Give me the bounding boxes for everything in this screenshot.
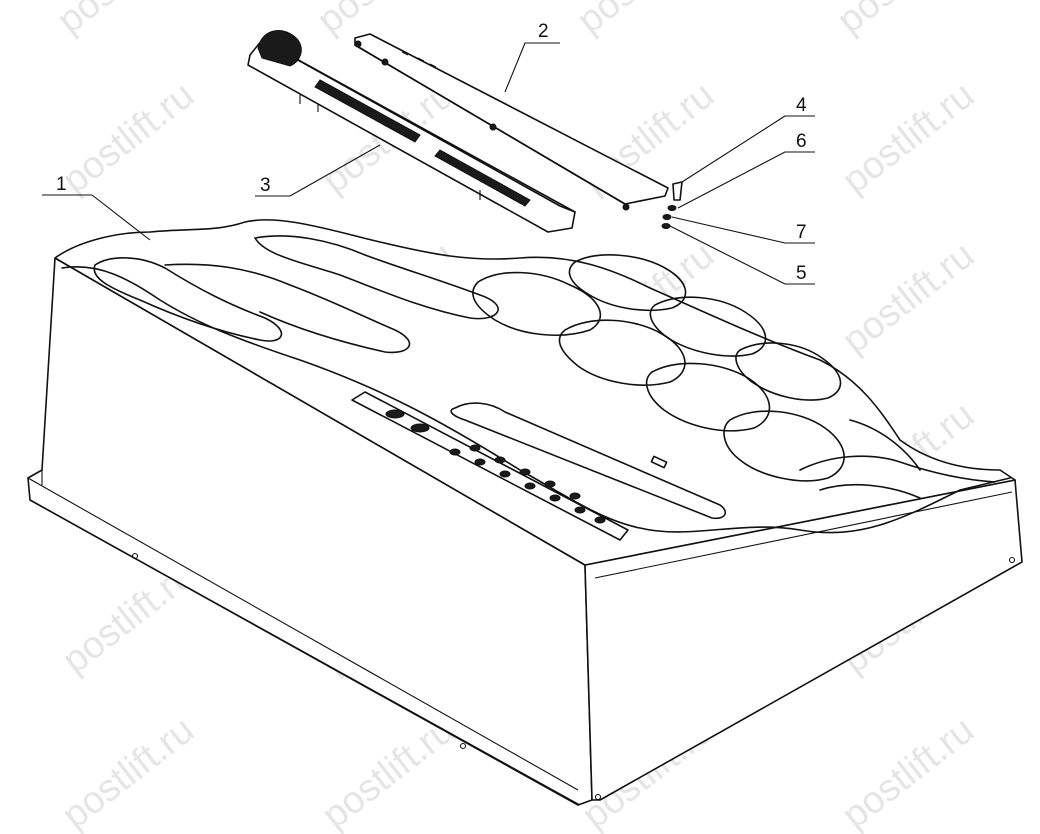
panel-button-icon: [594, 516, 606, 524]
watermark-text: postlift.ru: [835, 74, 982, 202]
callout-label-3: 3: [260, 175, 271, 196]
tray-front-lip: [61, 266, 1011, 534]
watermark-text: postlift.ru: [55, 709, 202, 834]
cover-screw-icon: [354, 40, 362, 48]
panel-button-icon: [569, 492, 581, 500]
watermark-text: postlift.ru: [830, 0, 977, 42]
tray-front-long-slot: [450, 402, 727, 520]
tray-cup-well: [558, 319, 686, 386]
watermark-text: postlift.ru: [310, 0, 457, 42]
handle-grip-end: [257, 30, 302, 67]
tray-cup-well: [645, 362, 771, 432]
callout-layer: 1 2 3 4 6 7 5: [42, 21, 815, 285]
panel-button-icon: [574, 506, 586, 514]
tray-cup-well: [649, 296, 767, 357]
tray-small-slot: [650, 455, 668, 469]
cover-screw-icon: [622, 203, 630, 211]
part-4-pin: [672, 181, 683, 201]
callout-label-4: 4: [796, 95, 807, 116]
callout-leader-5: [669, 225, 815, 285]
watermark-text: postlift.ru: [55, 74, 202, 202]
callout-label-7: 7: [796, 222, 807, 243]
panel-button-icon: [549, 494, 561, 502]
handle-bar-edge: [261, 39, 576, 213]
tray-left-channel: [164, 263, 411, 354]
tray-cup-well: [723, 410, 845, 482]
tray-front-control-panel: [351, 391, 629, 541]
panel-button-icon: [449, 448, 461, 456]
callout-label-2: 2: [538, 21, 549, 42]
part-5-nut: [661, 223, 671, 229]
tray-cup-well: [568, 254, 687, 312]
fastener-parts: [661, 181, 683, 229]
callout-label-1: 1: [56, 174, 67, 195]
cover-screw-icon: [489, 123, 497, 131]
cover-screw-icon: [381, 58, 389, 66]
panel-button-icon: [469, 444, 481, 452]
callout-leader-3: [255, 144, 381, 197]
callout-leader-4: [681, 115, 815, 183]
callout-label-5: 5: [796, 263, 807, 284]
handle-grip-texture: [314, 79, 421, 143]
tray-center-channel: [254, 235, 499, 320]
panel-button-icon: [385, 409, 405, 419]
panel-button-icon: [519, 468, 531, 476]
tray-bottom-plinth: [27, 470, 581, 806]
panel-button-icon: [410, 423, 430, 433]
panel-button-icon: [494, 456, 506, 464]
part-6-washer: [667, 205, 677, 211]
tray-top-surface: [54, 219, 1016, 566]
screw-hole-icon: [459, 742, 467, 750]
callout-leader-7: [671, 216, 815, 244]
part-3-handle-bar: [247, 30, 576, 233]
panel-button-icon: [499, 470, 511, 478]
tray-cup-well: [735, 342, 842, 401]
callout-leader-1: [42, 194, 151, 241]
tray-roller-bay: [799, 419, 996, 499]
tray-right-face-edge: [594, 491, 1013, 579]
watermark-text: postlift.ru: [50, 0, 197, 42]
part-1-tray-housing: [27, 219, 1023, 806]
panel-button-icon: [544, 480, 556, 488]
callout-label-6: 6: [796, 131, 807, 152]
panel-button-icon: [524, 482, 536, 490]
watermark-text: postlift.ru: [835, 709, 982, 834]
screw-hole-icon: [594, 793, 602, 801]
cover-indicator-marks: [401, 51, 437, 68]
tray-cup-well: [472, 271, 602, 336]
callout-leader-2: [504, 42, 560, 93]
callout-leader-6: [677, 151, 815, 209]
tray-left-pocket: [93, 257, 283, 342]
panel-button-icon: [474, 458, 486, 466]
part-7-washer: [662, 214, 672, 220]
screw-hole-icon: [1008, 556, 1016, 564]
handle-grip-texture: [434, 149, 531, 207]
watermark-text: postlift.ru: [835, 234, 982, 362]
watermark-text: postlift.ru: [570, 0, 717, 42]
handle-clip: [299, 95, 481, 200]
screw-hole-icon: [131, 552, 139, 560]
cover-plate-edge: [354, 44, 626, 205]
part-2-cover-plate: [354, 33, 669, 211]
